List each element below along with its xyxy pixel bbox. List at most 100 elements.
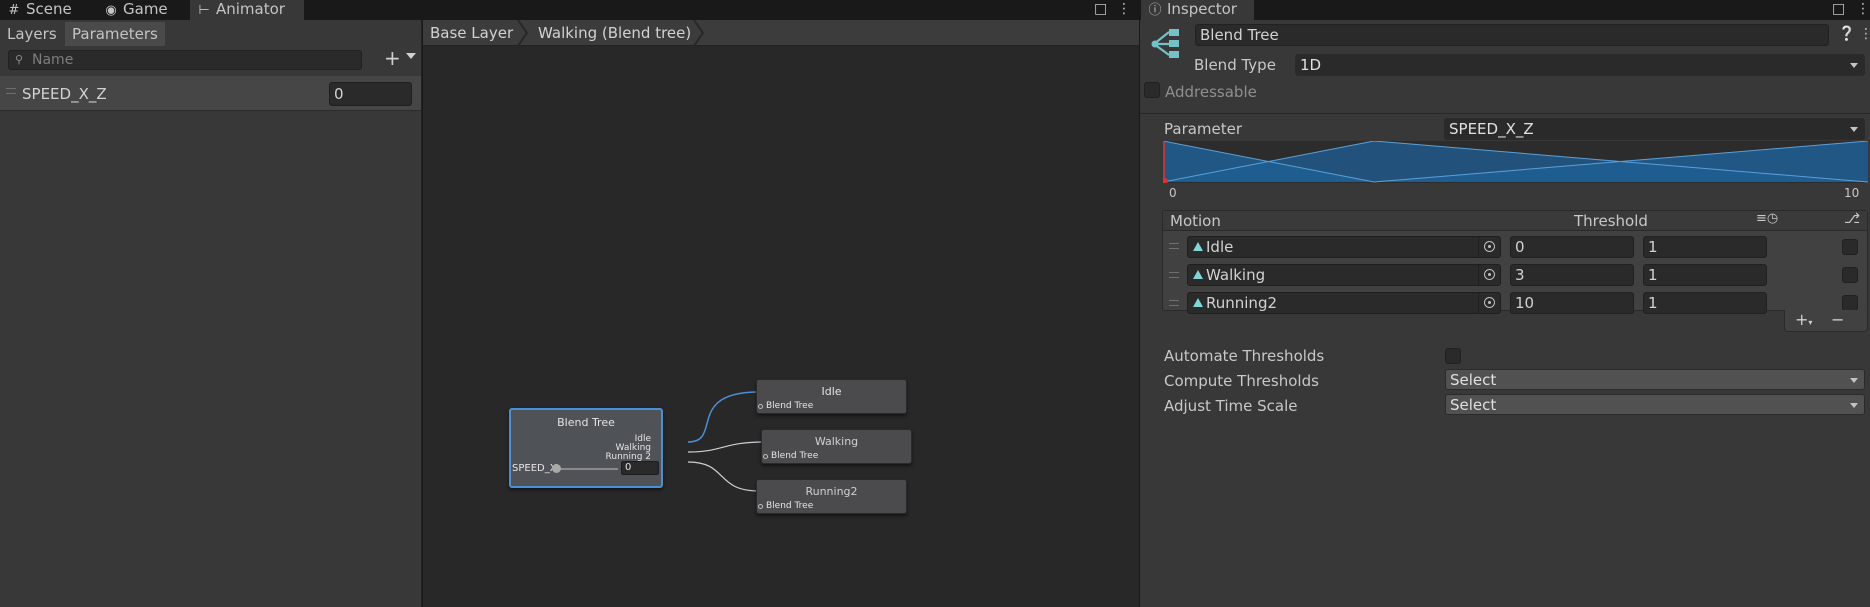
chevron-down-icon (1850, 127, 1858, 132)
tab-inspector-label: Inspector (1167, 0, 1237, 18)
tab-parameters[interactable]: Parameters (65, 22, 165, 46)
time-scale-icon: ≡◷ (1756, 211, 1779, 226)
port-running2: Running 2 (605, 452, 651, 462)
motion-field-label: Walking (1206, 266, 1266, 284)
tab-scene[interactable]: # Scene (0, 0, 90, 20)
threshold-header: Threshold (1574, 212, 1648, 230)
help-icon[interactable]: ❔ (1838, 26, 1856, 42)
blend-graph[interactable] (1163, 141, 1868, 183)
lock-icon[interactable]: □ (1094, 1, 1108, 17)
blend-param-label: SPEED_X (512, 463, 557, 474)
threshold-field[interactable]: 3 (1510, 264, 1634, 286)
motion-field-label: Idle (1206, 238, 1234, 256)
motion-field[interactable]: Idle (1187, 236, 1501, 258)
motion-node-port: Blend Tree (771, 451, 819, 461)
adjust-time-scale-label: Adjust Time Scale (1164, 397, 1298, 415)
addressable-checkbox[interactable] (1144, 82, 1160, 98)
inspector-lock-icon[interactable]: □ (1832, 1, 1846, 17)
tab-scene-label: Scene (26, 0, 72, 18)
add-motion-button[interactable]: +▾ (1795, 310, 1813, 329)
add-parameter-icon[interactable]: + (384, 46, 401, 70)
add-remove-footer (1784, 310, 1868, 332)
mirror-checkbox[interactable] (1842, 239, 1858, 255)
motion-field[interactable]: Walking (1187, 264, 1501, 286)
compute-thresholds-dropdown[interactable]: Select (1445, 369, 1865, 390)
animator-icon: ⊢ (198, 3, 210, 18)
mirror-checkbox[interactable] (1842, 267, 1858, 283)
compute-thresholds-label: Compute Thresholds (1164, 372, 1319, 390)
drag-handle-icon[interactable] (1169, 243, 1179, 249)
motion-row-walking[interactable]: Walking 3 1 (1162, 263, 1868, 287)
motion-node-title: Walking (814, 435, 859, 448)
object-kebab-icon[interactable]: ⋮ (1859, 26, 1870, 42)
object-picker-icon[interactable] (1478, 265, 1500, 285)
breadcrumb-base-layer[interactable]: Base Layer (430, 24, 514, 42)
mirror-icon: ⎇ (1844, 211, 1861, 227)
blend-value-field[interactable]: 0 (621, 461, 659, 475)
kebab-menu-icon[interactable]: ⋮ (1117, 1, 1131, 17)
motion-row-idle[interactable]: Idle 0 1 (1162, 234, 1868, 258)
breadcrumb: Base Layer Walking (Blend tree) (423, 20, 1139, 46)
motion-node-title: Idle (821, 385, 842, 398)
object-name-field[interactable]: Blend Tree (1195, 24, 1829, 46)
drag-handle-icon[interactable] (1169, 300, 1179, 306)
info-icon: ⓘ (1148, 3, 1162, 18)
breadcrumb-walking[interactable]: Walking (Blend tree) (538, 24, 692, 42)
parameter-value-field[interactable]: 0 (329, 82, 412, 106)
motion-field[interactable]: Running2 (1187, 292, 1501, 314)
blend-slider[interactable] (556, 468, 618, 470)
threshold-field[interactable]: 10 (1510, 292, 1634, 314)
threshold-field[interactable]: 0 (1510, 236, 1634, 258)
port-walking: Walking (615, 443, 651, 453)
divider (1140, 113, 1870, 114)
drag-handle-icon[interactable] (1169, 272, 1179, 278)
addressable-label: Addressable (1165, 83, 1257, 101)
object-picker-icon[interactable] (1478, 237, 1500, 257)
blend-type-dropdown[interactable]: 1D (1295, 54, 1865, 76)
automate-thresholds-label: Automate Thresholds (1164, 347, 1325, 365)
tab-game[interactable]: ◉Game (97, 0, 183, 20)
parameter-search-input[interactable]: ⚲ Name (8, 50, 362, 70)
port-idle: Idle (634, 434, 651, 444)
motion-node-idle[interactable]: Idle Blend Tree (756, 379, 907, 414)
tab-animator[interactable]: ⊢Animator (190, 0, 304, 20)
motion-node-port: Blend Tree (766, 401, 814, 411)
mirror-checkbox[interactable] (1842, 295, 1858, 311)
parameter-dropdown[interactable]: SPEED_X_Z (1444, 118, 1865, 140)
node-connections (687, 391, 765, 492)
motion-node-walking[interactable]: Walking Blend Tree (761, 429, 912, 464)
tab-layers[interactable]: Layers (7, 25, 57, 43)
parameter-row[interactable]: SPEED_X_Z 0 (0, 76, 421, 111)
time-scale-field[interactable]: 1 (1643, 264, 1767, 286)
automate-thresholds-checkbox[interactable] (1445, 348, 1461, 364)
tab-game-label: Game (123, 0, 168, 18)
chevron-down-icon (1850, 63, 1858, 68)
scene-grid-icon: # (8, 3, 20, 18)
time-scale-field[interactable]: 1 (1643, 292, 1767, 314)
compute-thresholds-value: Select (1450, 371, 1497, 389)
motion-node-title: Running2 (805, 485, 858, 498)
inspector-kebab-icon[interactable]: ⋮ (1856, 1, 1870, 17)
motion-row-running2[interactable]: Running2 10 1 (1162, 291, 1868, 315)
blend-slider-knob[interactable] (552, 464, 561, 473)
parameter-name: SPEED_X_Z (22, 85, 107, 103)
blend-tree-node[interactable]: Blend Tree Idle Walking Running 2 SPEED_… (509, 408, 663, 488)
add-parameter-dropdown-icon[interactable] (406, 53, 416, 59)
tab-inspector[interactable]: ⓘ Inspector (1141, 0, 1254, 20)
input-port-dot (758, 504, 763, 509)
axis-max-label: 10 (1844, 186, 1860, 200)
motion-field-label: Running2 (1206, 294, 1278, 312)
adjust-time-scale-dropdown[interactable]: Select (1445, 394, 1865, 415)
object-picker-icon[interactable] (1478, 293, 1500, 313)
motion-node-port: Blend Tree (766, 501, 814, 511)
time-scale-field[interactable]: 1 (1643, 236, 1767, 258)
animation-clip-icon (1193, 242, 1203, 251)
inspector-panel: Blend Tree ❔ ⋮ Blend Type 1D Addressable… (1140, 20, 1870, 607)
motion-list-header (1163, 211, 1867, 231)
chevron-down-icon (1850, 378, 1858, 383)
motion-node-running2[interactable]: Running2 Blend Tree (756, 479, 907, 514)
animator-graph[interactable]: Base Layer Walking (Blend tree) Blend Tr… (423, 20, 1139, 607)
breadcrumb-separator (517, 20, 529, 46)
drag-handle-icon[interactable] (6, 88, 16, 94)
remove-motion-button[interactable]: − (1831, 310, 1845, 329)
